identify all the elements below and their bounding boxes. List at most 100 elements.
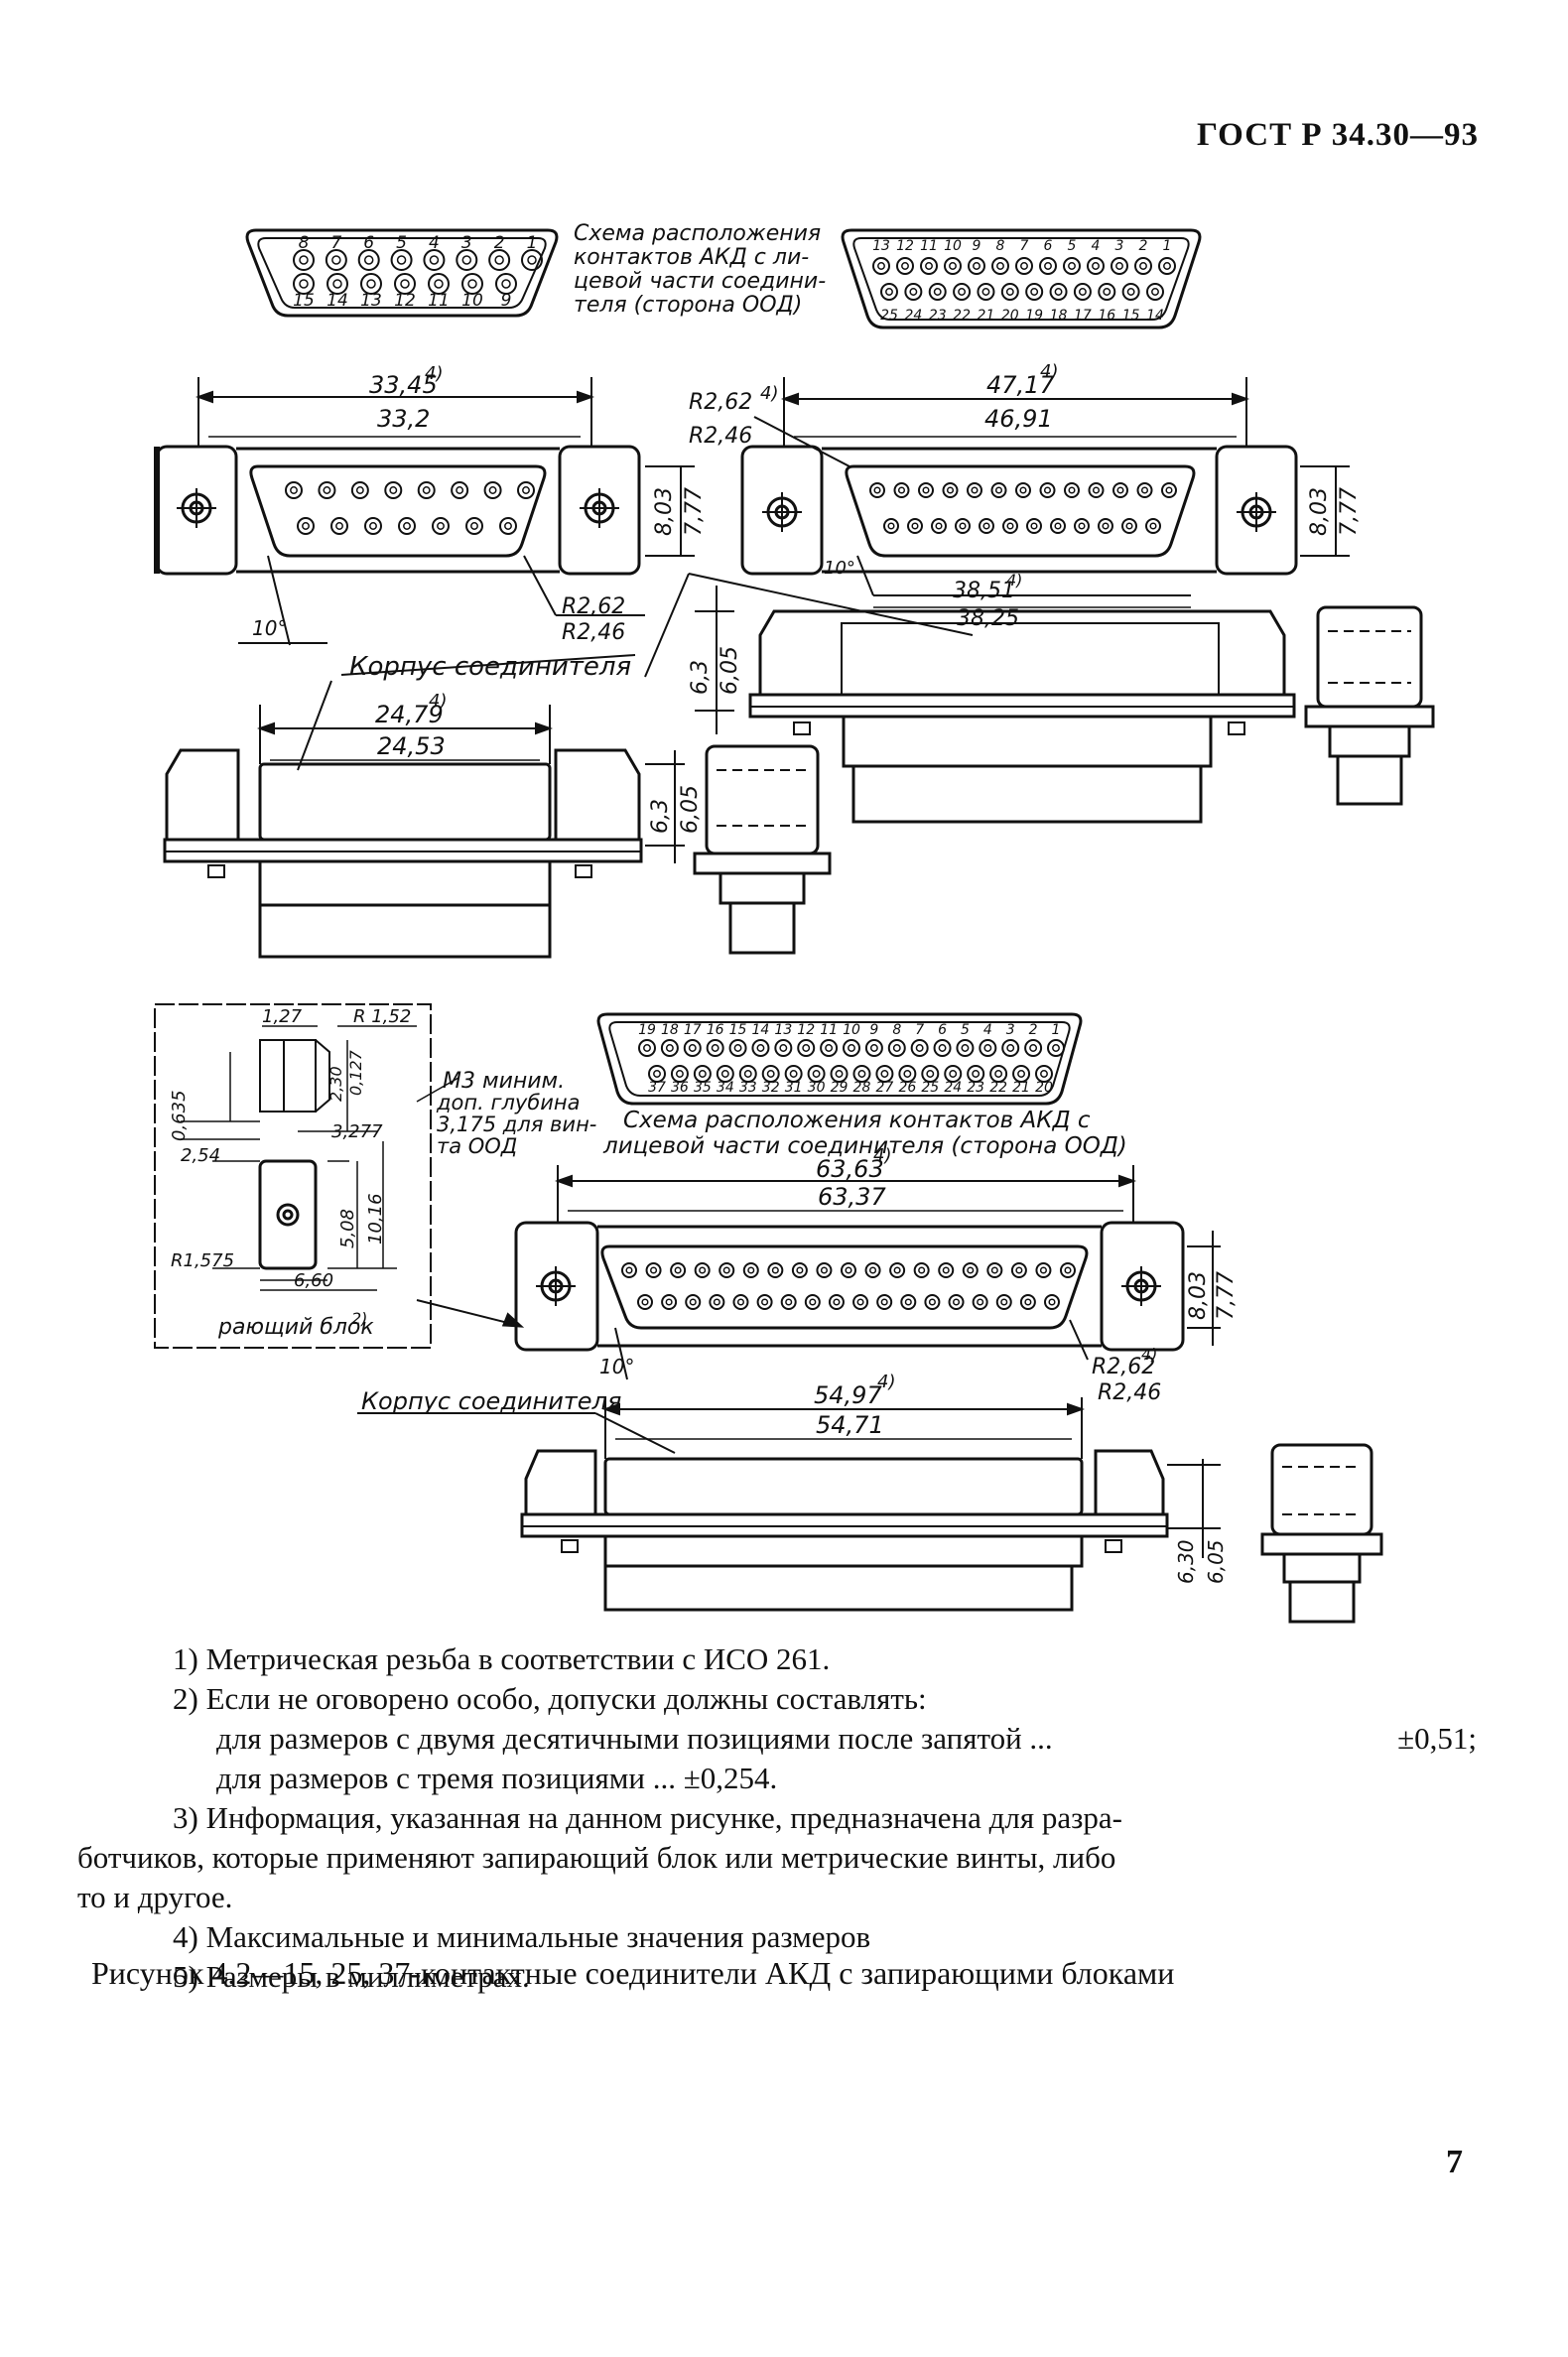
pin-contact: [875, 1065, 894, 1083]
dims-15-side: 24,79 4) 24,53 6,3 6,05: [257, 691, 703, 863]
pin-number: 2: [494, 233, 505, 253]
pin-contact-core: [982, 522, 990, 530]
dim-r1-52: R 1,52: [353, 1006, 411, 1027]
m3-line4: та ООД: [437, 1134, 517, 1158]
pin-contact: [967, 482, 982, 498]
pin-contact: [456, 249, 478, 271]
pin-contact-core: [299, 255, 309, 265]
pin-contact-core: [1116, 486, 1124, 494]
note-3a: 3) Информация, указанная на данном рисун…: [173, 1800, 1122, 1835]
pin-contact: [1001, 1039, 1020, 1057]
pin-number: 5: [961, 1022, 970, 1038]
pin-contact: [293, 273, 315, 295]
pin-contact-core: [688, 1044, 697, 1052]
pin-contact: [1060, 1262, 1076, 1278]
pin-contact-core: [711, 1044, 719, 1052]
pin-contact: [638, 1039, 656, 1057]
pin-contact: [1047, 1039, 1065, 1057]
pin-contact: [1050, 518, 1066, 534]
pin-contact-core: [522, 486, 530, 494]
pin-number: 11: [920, 238, 938, 254]
pin-contact-core: [933, 288, 942, 296]
dim-r1-575: R1,575: [171, 1250, 234, 1271]
pin-contact-core: [785, 1298, 793, 1306]
pin-contact-core: [1139, 262, 1147, 270]
pin-contact: [1035, 1262, 1052, 1278]
pin-contact: [327, 273, 348, 295]
pin-contact-core: [789, 1070, 798, 1078]
pin-contact: [1087, 257, 1105, 275]
pin-contact-core: [643, 1044, 651, 1052]
pin-contact: [1024, 1039, 1043, 1057]
dim-footnote: 4): [429, 691, 447, 712]
pin-number: 11: [820, 1022, 838, 1038]
pin-contact: [921, 1065, 940, 1083]
pin-contact: [791, 1262, 808, 1278]
pin-contact: [864, 1262, 881, 1278]
dim-63-37: 63,37: [818, 1183, 886, 1211]
dim-6-05: 6,05: [678, 785, 703, 834]
dim-7-77: 7,77: [1337, 487, 1362, 536]
pin-contact-core: [653, 1070, 661, 1078]
pin-contact: [738, 1065, 757, 1083]
pin-contact: [1044, 1294, 1060, 1310]
pin-contact-core: [1151, 288, 1159, 296]
pin-number: 2: [1029, 1022, 1038, 1038]
pin-contact: [1136, 482, 1153, 498]
notes-block: 1) Метрическая резьба в соответствии с И…: [77, 1639, 1477, 1997]
dims-37: 63,63 4) 63,37 8,03 7,77 10° R2,62 4) R2…: [555, 1145, 1239, 1405]
connector-15-end: [693, 744, 832, 955]
dim-54-71: 54,71: [816, 1411, 884, 1439]
pin-contact-core: [949, 1070, 958, 1078]
page-number: 7: [1446, 2144, 1463, 2180]
pin-number: 23: [967, 1080, 984, 1096]
pin-number: 21: [1012, 1080, 1030, 1096]
pin-number: 14: [327, 291, 348, 311]
pin-contact-core: [915, 1044, 924, 1052]
pin-contact-core: [880, 1070, 889, 1078]
pin-contact: [694, 1262, 711, 1278]
pin-contact-core: [935, 522, 943, 530]
pin-contact-core: [429, 255, 440, 265]
pin-contact-core: [302, 522, 310, 530]
note-2: 2) Если не оговорено особо, допуски долж…: [173, 1681, 927, 1716]
pin-contact: [784, 1065, 803, 1083]
pin-contact-core: [323, 486, 331, 494]
dim-r246: R2,46: [689, 424, 752, 449]
dim-footnote: 4): [760, 383, 778, 404]
dim-6-05: 6,05: [1204, 1539, 1228, 1584]
pin-contact: [297, 517, 315, 535]
pin-contact: [398, 517, 416, 535]
pin-contact: [756, 1294, 773, 1310]
pin-contact-core: [699, 1266, 707, 1274]
pin-number: 13: [774, 1022, 792, 1038]
pin-contact-core: [928, 1298, 936, 1306]
pin-contact-core: [835, 1070, 844, 1078]
pin-contact-core: [1017, 1070, 1026, 1078]
pin-contact: [910, 1039, 929, 1057]
pin-contact: [350, 481, 369, 499]
pin-contact: [995, 1294, 1012, 1310]
pin-contact-core: [880, 1298, 888, 1306]
pin-number: 36: [671, 1080, 689, 1096]
pin-contact: [499, 517, 517, 535]
pin-contact: [1088, 482, 1105, 498]
pin-number: 5: [1068, 238, 1077, 254]
pin-contact-core: [1115, 262, 1123, 270]
pin-number: 18: [1050, 308, 1068, 324]
standard-header: ГОСТ Р 34.30—93: [1197, 117, 1479, 153]
pin-number: 8: [996, 238, 1005, 254]
pin-contact-core: [437, 522, 445, 530]
pin-contact: [1039, 482, 1056, 498]
pin-number: 31: [785, 1080, 803, 1096]
pin-number: 6: [938, 1022, 947, 1038]
pin-contact: [883, 518, 899, 534]
dim-footnote: 4): [1040, 361, 1058, 382]
dim-63-63: 63,63: [816, 1155, 884, 1183]
pin-contact-core: [1149, 522, 1157, 530]
pin-contact: [804, 1294, 821, 1310]
pin-contact: [968, 257, 985, 275]
pin-contact: [637, 1294, 653, 1310]
dim-1-27: 1,27: [262, 1006, 303, 1027]
